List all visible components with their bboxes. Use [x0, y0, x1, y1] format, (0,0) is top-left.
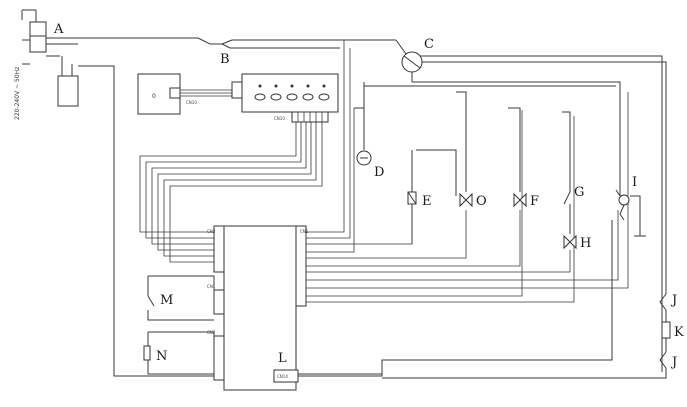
- label-o: O: [476, 194, 487, 209]
- label-g: G: [574, 185, 584, 200]
- safety-chain-jkj: [382, 293, 671, 379]
- label-j-bottom: J: [670, 355, 677, 370]
- component-e: [407, 150, 417, 244]
- display-button-label: 0: [152, 93, 156, 100]
- terminal-block-a: [29, 21, 47, 53]
- plug-body: [57, 75, 79, 107]
- label-k: K: [674, 325, 684, 340]
- pcb-connector-mid: CN1: [207, 284, 216, 289]
- label-d: D: [374, 165, 384, 180]
- switch-g: [563, 191, 571, 234]
- main-pcb: CN3 CN1 CN2 CN1 CN14: [207, 225, 309, 391]
- label-b: B: [220, 52, 230, 67]
- label-m: M: [160, 293, 173, 308]
- panel-connector-label: CN10: [274, 116, 285, 121]
- label-f: F: [530, 194, 539, 209]
- component-i: [615, 189, 646, 237]
- pcb-connector-l: CN14: [277, 374, 288, 379]
- switch-b: [197, 37, 340, 49]
- distribution-rail: [364, 81, 621, 196]
- valve-f: [513, 192, 527, 208]
- pcb-connector-top: CN3: [207, 229, 216, 234]
- pcb-output-wires: [306, 40, 629, 303]
- valve-h: [563, 234, 577, 250]
- supply-voltage-label: 220-240V ~ 50Hz: [14, 67, 21, 120]
- valve-o: [459, 192, 473, 208]
- label-n: N: [156, 349, 167, 364]
- switch-m: [147, 275, 215, 321]
- display-board: 0 CN10: [137, 73, 232, 115]
- label-j-top: J: [670, 293, 677, 308]
- display-connector-label: CN10: [186, 100, 197, 105]
- pcb-connector-right: CN1: [300, 229, 309, 234]
- label-c: C: [424, 37, 434, 52]
- component-c-fan: [395, 39, 436, 82]
- label-h: H: [580, 236, 591, 251]
- button-panel: CN10: [231, 73, 339, 123]
- label-a: A: [53, 22, 64, 37]
- ribbon-cable-panel: [139, 122, 323, 263]
- label-e: E: [422, 194, 432, 209]
- power-supply-block: 220-240V ~ 50Hz: [14, 9, 79, 120]
- label-i: I: [632, 175, 637, 190]
- label-l: L: [278, 351, 287, 366]
- sensor-n: [143, 331, 215, 375]
- component-d-pump: [354, 82, 372, 166]
